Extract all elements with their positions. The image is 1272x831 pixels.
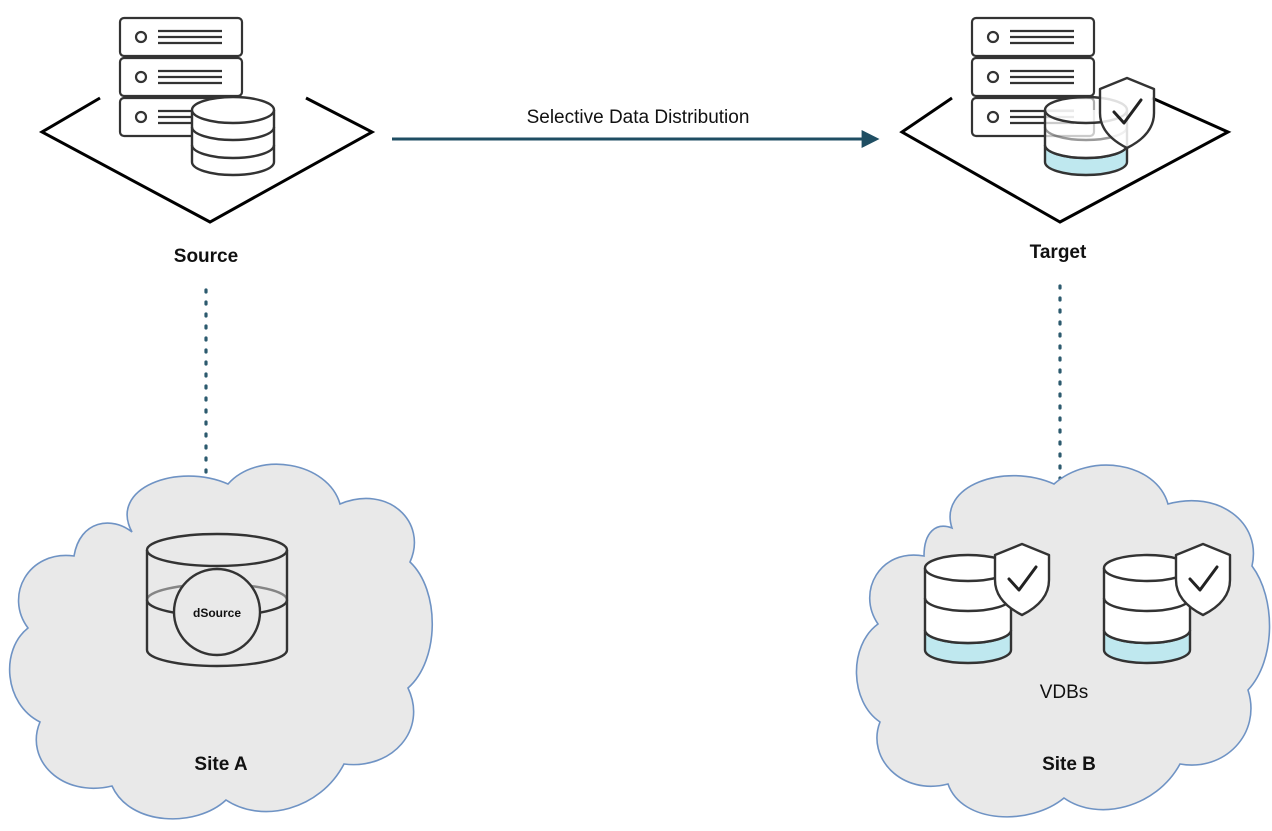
- vdbs-label: VDBs: [1040, 682, 1089, 703]
- shield-check-icon: [993, 542, 1051, 617]
- source-node: Source: [38, 16, 376, 267]
- site-b-label: Site B: [1042, 754, 1096, 775]
- vdb-database-icon: [1102, 553, 1192, 665]
- target-label: Target: [1030, 242, 1087, 263]
- shield-check-icon: [1098, 76, 1156, 150]
- site-a-label: Site A: [194, 754, 247, 775]
- dsource-database-icon: [145, 532, 289, 668]
- shield-check-icon: [1174, 542, 1232, 617]
- target-node: Target: [899, 16, 1232, 263]
- source-label: Source: [174, 246, 238, 267]
- site-b-cloud: VDBs Site B: [855, 464, 1271, 818]
- cloud-shape: [855, 464, 1271, 818]
- vdb-database-icon: [923, 553, 1013, 665]
- target-platform: [899, 96, 1232, 224]
- arrow-label: Selective Data Distribution: [527, 107, 750, 128]
- dsource-label: dSource: [193, 606, 241, 620]
- database-icon: [190, 95, 276, 177]
- distribution-arrow: Selective Data Distribution: [392, 107, 880, 148]
- source-platform: [38, 96, 376, 224]
- site-a-cloud: dSource Site A: [8, 463, 433, 820]
